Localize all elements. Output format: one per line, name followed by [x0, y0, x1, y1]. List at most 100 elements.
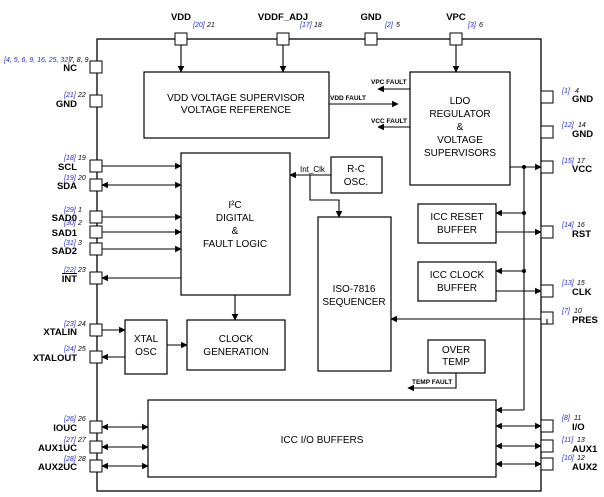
pin-vcc-num: 17: [577, 158, 586, 165]
pin-sad0-num: 1: [78, 207, 82, 214]
ldo-line-1: LDO: [450, 96, 471, 107]
temp-fault-label: TEMP FAULT: [412, 379, 452, 386]
pin-vddf-ref: [17]: [299, 22, 313, 29]
pin-aux1-box: [540, 439, 554, 453]
ldo-line-3: &: [457, 122, 464, 133]
pin-vpc-box: [449, 32, 463, 46]
pin-aux2uc-ref: [28]: [63, 456, 77, 463]
pin-sad1-num: 2: [77, 220, 82, 227]
pin-io-box: [540, 419, 554, 433]
pin-clk-label: CLK: [572, 287, 592, 298]
pin-gnd-left-ref: [21]: [63, 92, 77, 99]
pin-gnd-r1-num: 4: [575, 88, 579, 95]
pin-rst-label: RST: [572, 229, 591, 240]
pin-gnd-left-num: 22: [77, 92, 86, 99]
pin-xtalin-num: 24: [77, 321, 86, 328]
pin-gnd-top-num: 5: [396, 22, 400, 29]
node-reset: [522, 211, 526, 215]
pin-vpc-label: VPC: [446, 12, 466, 23]
pin-vcc-label: VCC: [572, 164, 592, 175]
reset-line-2: BUFFER: [437, 225, 477, 236]
pin-int-ref: [22]: [63, 267, 77, 274]
pin-vcc: [15] 17 VCC: [540, 158, 592, 175]
ldo-regulator-block: LDO REGULATOR & VOLTAGE SUPERVISORS: [409, 71, 511, 186]
pin-pres-num: 10: [574, 308, 582, 315]
pin-vpc-num: 6: [479, 22, 483, 29]
icc-io-buffers-block: ICC I/O BUFFERS: [147, 399, 497, 478]
vcc-fault-label: VCC FAULT: [371, 118, 407, 125]
pin-sad2: [31] 3 SAD2: [52, 240, 103, 257]
pin-gnd-top: GND [2] 5: [360, 12, 400, 46]
overtemp-line-2: TEMP: [442, 357, 470, 368]
rc-osc-block: R-C OSC.: [330, 156, 383, 194]
pin-xtalin-ref: [23]: [63, 321, 77, 328]
pin-vcc-box: [540, 160, 554, 174]
pin-aux1uc-label: AUX1UC: [38, 443, 77, 454]
pin-vpc-ref: [3]: [467, 22, 477, 29]
pin-scl-ref: [18]: [63, 155, 77, 162]
pin-sda-label: SDA: [57, 181, 77, 192]
vpc-fault-label: VPC FAULT: [371, 79, 407, 86]
int-clk-label: Int_Clk: [300, 165, 326, 174]
i2c-line-4: FAULT LOGIC: [203, 239, 267, 250]
pin-gnd-top-box: [364, 32, 378, 46]
pin-aux1: [11] 13 AUX1: [540, 437, 598, 455]
icc-reset-buffer-block: ICC RESET BUFFER: [417, 203, 497, 244]
xtal-line-2: OSC: [135, 347, 157, 358]
pin-aux2-ref: [10]: [561, 455, 575, 462]
pin-aux1uc-num: 27: [77, 437, 87, 444]
reset-line-1: ICC RESET: [430, 212, 483, 223]
pin-vddf-box: [276, 32, 290, 46]
pin-sad0: [29] 1 SAD0: [52, 207, 103, 224]
pin-vdd-ref: [20]: [192, 22, 206, 29]
pin-gnd-left-label: GND: [56, 99, 77, 110]
pin-vdd-num: 21: [206, 22, 215, 29]
pin-nc-num: 7, 8, 9: [69, 57, 89, 64]
pin-sad1-ref: [30]: [63, 220, 77, 227]
pin-io-label: I/O: [572, 422, 585, 433]
pin-vpc: VPC [3] 6: [446, 12, 483, 46]
pin-sad1-label: SAD1: [52, 228, 78, 239]
over-temp-block: OVER TEMP: [427, 339, 486, 374]
vdd-fault-label: VDD FAULT: [330, 95, 366, 102]
pin-xtalout-box: [89, 350, 103, 364]
pin-sad2-ref: [31]: [63, 240, 77, 247]
iobuf-label: ICC I/O BUFFERS: [281, 435, 364, 446]
pin-pres-label: PRES: [572, 315, 598, 326]
xtal-osc-block: XTAL OSC: [124, 319, 168, 375]
pin-iouc-label: IOUC: [53, 423, 77, 434]
wire-clk-seq: [309, 175, 343, 218]
ldo-line-2: REGULATOR: [429, 109, 490, 120]
pin-gnd-r2-num: 14: [578, 122, 586, 129]
pin-clk-ref: [13]: [561, 280, 575, 287]
pin-aux1uc-box: [89, 440, 103, 454]
clock-generation-block: CLOCK GENERATION: [186, 319, 286, 371]
pin-pres: [7] 10 PRES: [540, 308, 598, 326]
pin-aux2: [10] 12 AUX2: [540, 455, 597, 473]
clockbuf-line-2: BUFFER: [437, 283, 477, 294]
pin-iouc-ref: [26]: [63, 416, 77, 423]
pin-int-num: 23: [77, 267, 86, 274]
pin-scl-box: [89, 159, 103, 173]
pin-gnd-top-ref: [2]: [384, 22, 394, 29]
pin-gnd-r2-box: [540, 125, 554, 139]
clockbuf-line-1: ICC CLOCK: [430, 270, 485, 281]
pin-rst-num: 16: [577, 222, 585, 229]
pin-io: [8] 11 I/O: [540, 415, 585, 433]
pin-vdd-label: VDD: [171, 12, 191, 23]
wire-temp-fault: [407, 373, 457, 392]
pin-gnd-r1-label: GND: [572, 94, 593, 105]
icc-clock-buffer-block: ICC CLOCK BUFFER: [417, 261, 497, 302]
i2c-line-1: I²C: [228, 200, 241, 211]
pin-scl-num: 19: [78, 155, 86, 162]
pin-aux1-num: 13: [577, 437, 585, 444]
pin-xtalout-ref: [24]: [63, 346, 77, 353]
pin-nc-ref: [4, 5, 6, 9, 16, 25, 32]: [3, 57, 71, 64]
pin-xtalin-label: XTALIN: [43, 327, 77, 338]
vdd-supervisor-block: VDD VOLTAGE SUPERVISOR VOLTAGE REFERENCE: [143, 71, 330, 139]
i2c-fault-logic-block: I²C DIGITAL & FAULT LOGIC: [180, 152, 291, 296]
pin-aux2-num: 12: [577, 455, 585, 462]
node-vcc: [522, 165, 526, 169]
pin-xtalout-label: XTALOUT: [33, 353, 77, 364]
